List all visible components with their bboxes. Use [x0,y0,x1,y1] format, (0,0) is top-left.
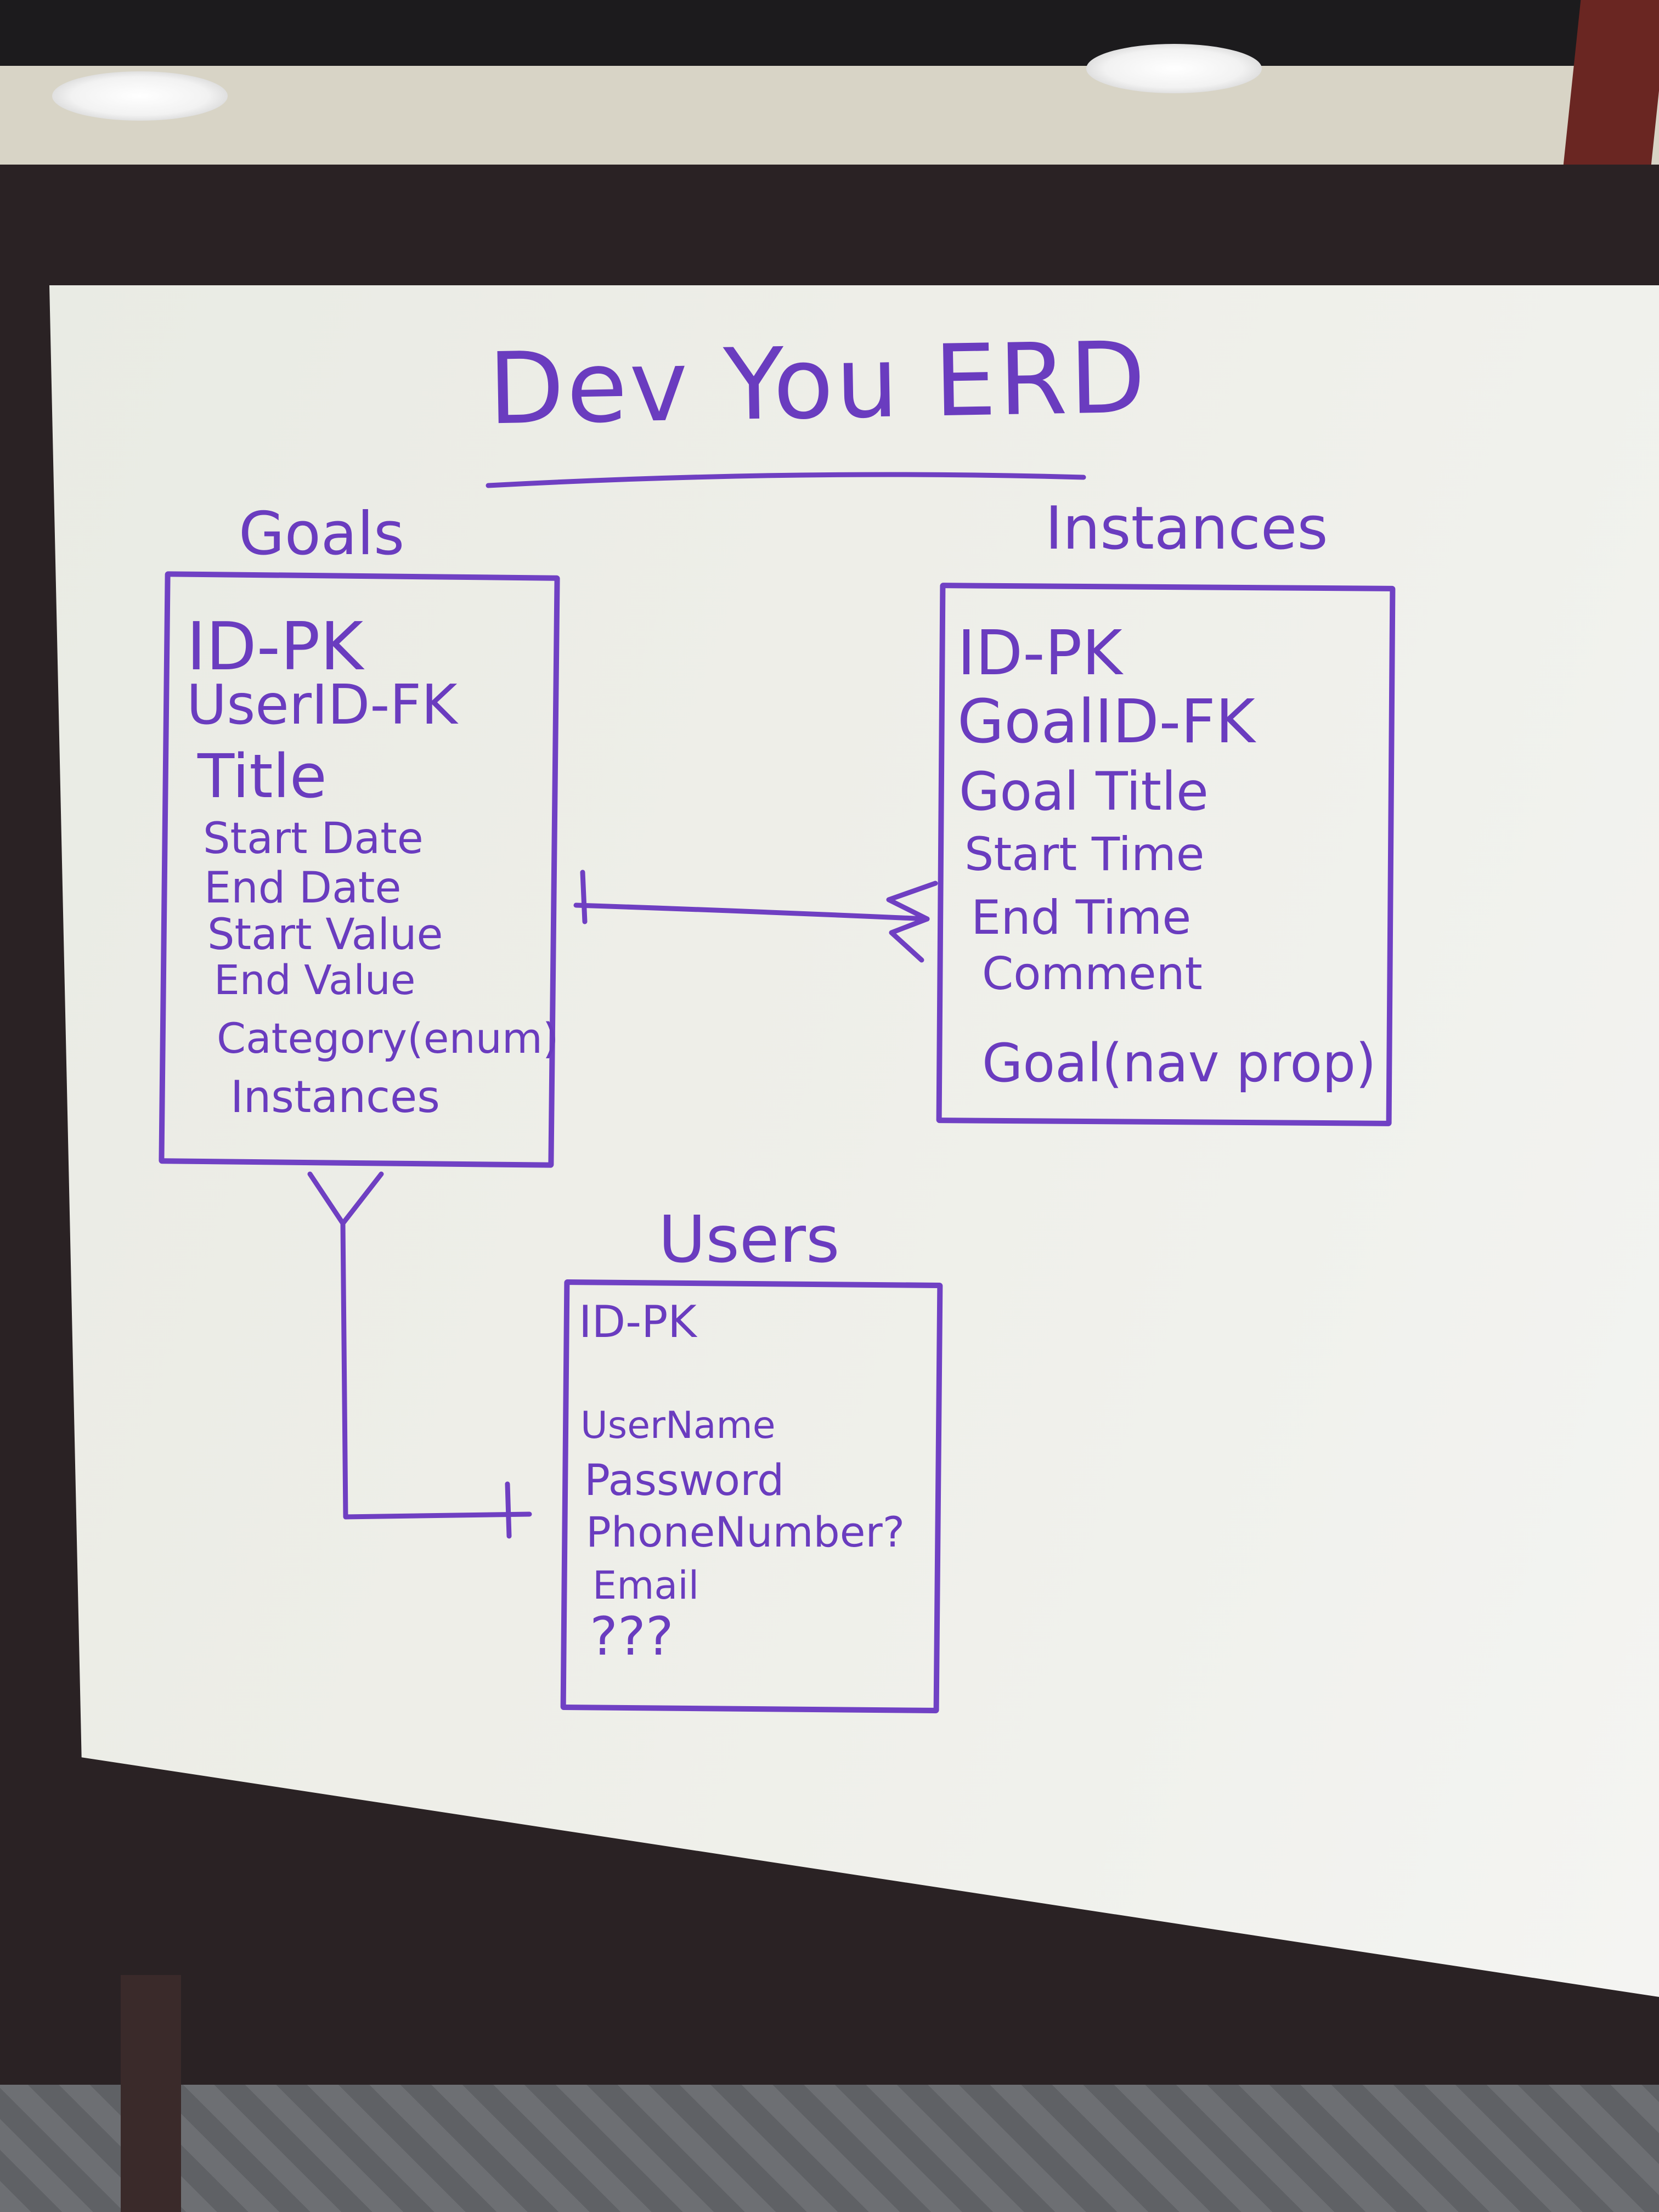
ceiling [0,0,1659,66]
entity-header-users: Users [658,1201,840,1277]
one-bar-goals-side [580,870,588,924]
field-goals-category: Category(enum) [217,1014,559,1063]
title-underline [486,472,1086,488]
whiteboard-surface [49,285,1659,1997]
field-users-id-pk: ID-PK [579,1296,697,1347]
field-goals-userid-fk: UserID-FK [187,673,458,737]
relationship-line-goals-users [340,1221,532,1520]
field-goals-start-date: Start Date [203,814,424,864]
field-instances-goal-title: Goal Title [959,761,1209,822]
whiteboard-stand-leg [121,1975,181,2212]
field-goals-title: Title [198,741,327,811]
field-goals-id-pk: ID-PK [187,609,364,685]
ceiling-light-right [1086,44,1262,93]
field-instances-goalid-fk: GoalID-FK [957,686,1255,757]
one-bar-users-side [505,1481,512,1539]
ceiling-light-left [52,71,228,121]
field-users-password: Password [584,1456,785,1505]
field-goals-instances: Instances [230,1071,440,1122]
entity-header-goals: Goals [239,500,405,568]
field-goals-end-value: End Value [214,957,416,1004]
crowsfoot-instances-side [886,881,938,963]
field-instances-comment: Comment [982,948,1203,1000]
field-users-username: UserName [580,1404,776,1447]
field-instances-start-time: Start Time [964,827,1205,881]
field-users-email: Email [592,1563,699,1608]
field-goals-end-date: End Date [204,864,402,913]
crowsfoot-goals-side [307,1171,384,1226]
field-instances-goal-nav-prop: Goal(nav prop) [982,1032,1376,1094]
field-goals-start-value: Start Value [207,910,443,960]
field-users-phonenumber: PhoneNumber? [586,1508,905,1556]
field-users-unknown: ??? [590,1606,674,1667]
relationship-line-goals-instances [573,902,930,922]
field-instances-id-pk: ID-PK [957,618,1122,689]
field-instances-end-time: End Time [971,890,1192,945]
entity-header-instances: Instances [1045,494,1328,563]
